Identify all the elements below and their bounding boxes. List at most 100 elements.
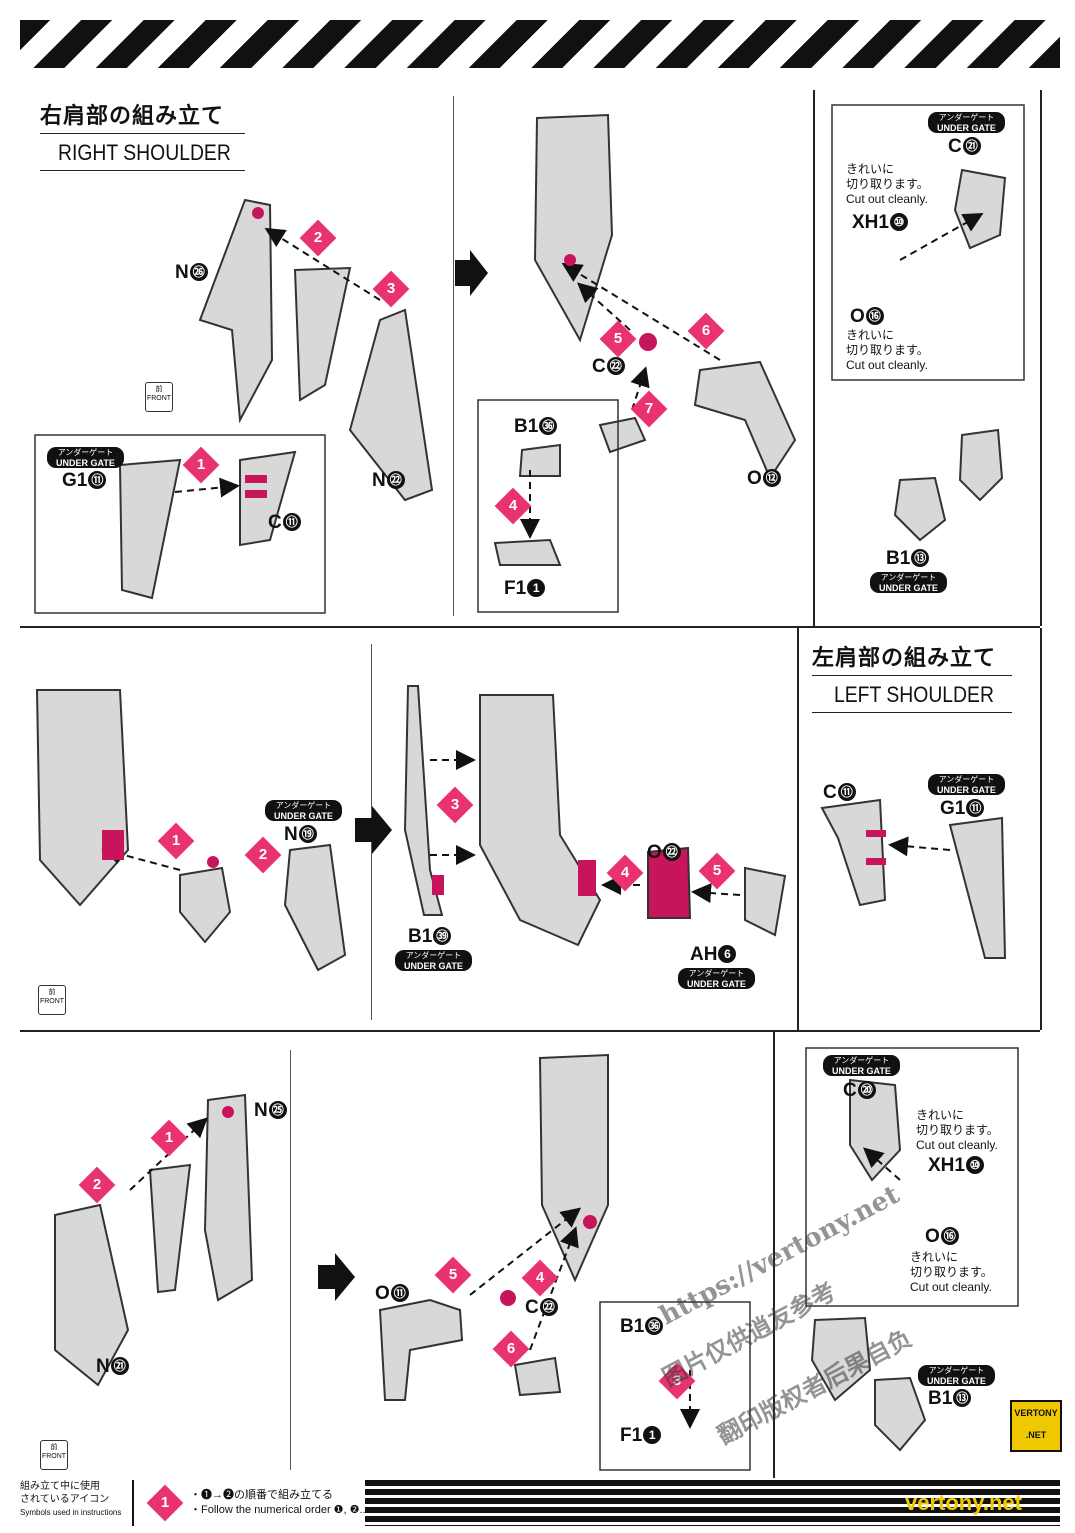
flow-arrow-3 bbox=[318, 1253, 355, 1301]
part-housing-1 bbox=[533, 113, 614, 343]
title-en: RIGHT SHOULDER bbox=[58, 140, 231, 165]
step-marker-1c: 1 bbox=[150, 1119, 188, 1157]
step-marker-5: 5 bbox=[599, 320, 637, 358]
part-small-6 bbox=[513, 1356, 562, 1397]
step-marker-2b: 2 bbox=[244, 836, 282, 874]
legend-step-icon: 1 bbox=[146, 1484, 184, 1522]
step-marker-6: 6 bbox=[687, 312, 725, 350]
step-marker-1b: 1 bbox=[157, 822, 195, 860]
step-marker-3: 3 bbox=[372, 270, 410, 308]
part-C20 bbox=[849, 1078, 902, 1182]
part-O12 bbox=[693, 360, 797, 481]
callout-box-gate-1 bbox=[34, 434, 326, 614]
callout-box-gate-2 bbox=[477, 399, 619, 613]
title-en: LEFT SHOULDER bbox=[834, 682, 994, 707]
step-marker-5c: 5 bbox=[434, 1256, 472, 1294]
step-marker-4c: 4 bbox=[521, 1259, 559, 1297]
assembly-arrow-10 bbox=[691, 883, 741, 904]
part-N26 bbox=[198, 198, 274, 424]
flow-arrow-1 bbox=[455, 250, 488, 296]
legend-bar: 組み立て中に使用 されているアイコン Symbols used in instr… bbox=[20, 1480, 1060, 1526]
part-C11-left bbox=[820, 798, 887, 907]
part-B136 bbox=[518, 443, 561, 477]
part-B139 bbox=[403, 685, 444, 916]
legend-pattern bbox=[365, 1480, 1060, 1526]
part-housing-2 bbox=[35, 689, 130, 907]
legend-text: ・❶→❷の順番で組み立てる ・Follow the numerical orde… bbox=[190, 1489, 369, 1516]
vertony-logo: VERTONY.NET bbox=[1010, 1400, 1062, 1452]
part-C21 bbox=[953, 168, 1007, 250]
step-marker-4: 4 bbox=[494, 487, 532, 525]
assembly-arrow-14 bbox=[529, 1226, 579, 1351]
part-N19 bbox=[283, 843, 347, 972]
divider-sub-bottom bbox=[290, 1050, 291, 1470]
right-shoulder-title: 右肩部の組み立て RIGHT SHOULDER bbox=[40, 98, 254, 171]
step-marker-2c: 2 bbox=[78, 1166, 116, 1204]
part-assembled-C21 bbox=[958, 428, 1004, 502]
cut-note: きれいに切り取ります。Cut out cleanly. bbox=[910, 1250, 993, 1294]
assembly-arrow-2 bbox=[174, 477, 240, 498]
frame-right-mid bbox=[1040, 628, 1042, 1030]
step-marker-3b: 3 bbox=[436, 786, 474, 824]
part-diamond-2 bbox=[179, 866, 232, 944]
assembly-arrow-5 bbox=[899, 213, 984, 261]
cut-note: きれいに切り取ります。Cut out cleanly. bbox=[846, 328, 929, 372]
flow-arrow-2 bbox=[355, 806, 392, 854]
title-jp: 左肩部の組み立て bbox=[812, 646, 997, 671]
step-marker-6c: 6 bbox=[492, 1330, 530, 1368]
part-C11-plate bbox=[293, 266, 352, 402]
assembly-arrow-15 bbox=[863, 1147, 901, 1181]
part-AH6 bbox=[744, 866, 787, 937]
part-G111-left bbox=[948, 816, 1007, 959]
part-N21 bbox=[54, 1203, 130, 1387]
step-marker-5b: 5 bbox=[698, 852, 736, 890]
divider-col-bottom bbox=[773, 1032, 775, 1478]
part-small-7 bbox=[598, 416, 647, 454]
step-marker-7: 7 bbox=[630, 390, 668, 428]
divider-sub-top bbox=[453, 96, 454, 616]
part-housing-4 bbox=[538, 1053, 609, 1283]
divider-row-1 bbox=[20, 626, 1040, 628]
part-housing-3 bbox=[479, 694, 602, 947]
part-N25 bbox=[203, 1093, 254, 1302]
part-G1-11 bbox=[118, 458, 182, 600]
part-B113 bbox=[893, 476, 947, 542]
assembly-arrow-1 bbox=[264, 227, 381, 301]
part-B113-b bbox=[874, 1376, 927, 1452]
assembly-arrow-11 bbox=[888, 836, 951, 857]
assembly-arrow-3 bbox=[561, 262, 721, 361]
legend-title: 組み立て中に使用 されているアイコン Symbols used in instr… bbox=[20, 1481, 122, 1517]
footer-watermark: vertony.net bbox=[905, 1490, 1022, 1515]
step-marker-2: 2 bbox=[299, 219, 337, 257]
step-marker-4b: 4 bbox=[606, 854, 644, 892]
part-F11 bbox=[493, 538, 562, 566]
divider-col-top bbox=[813, 90, 815, 626]
